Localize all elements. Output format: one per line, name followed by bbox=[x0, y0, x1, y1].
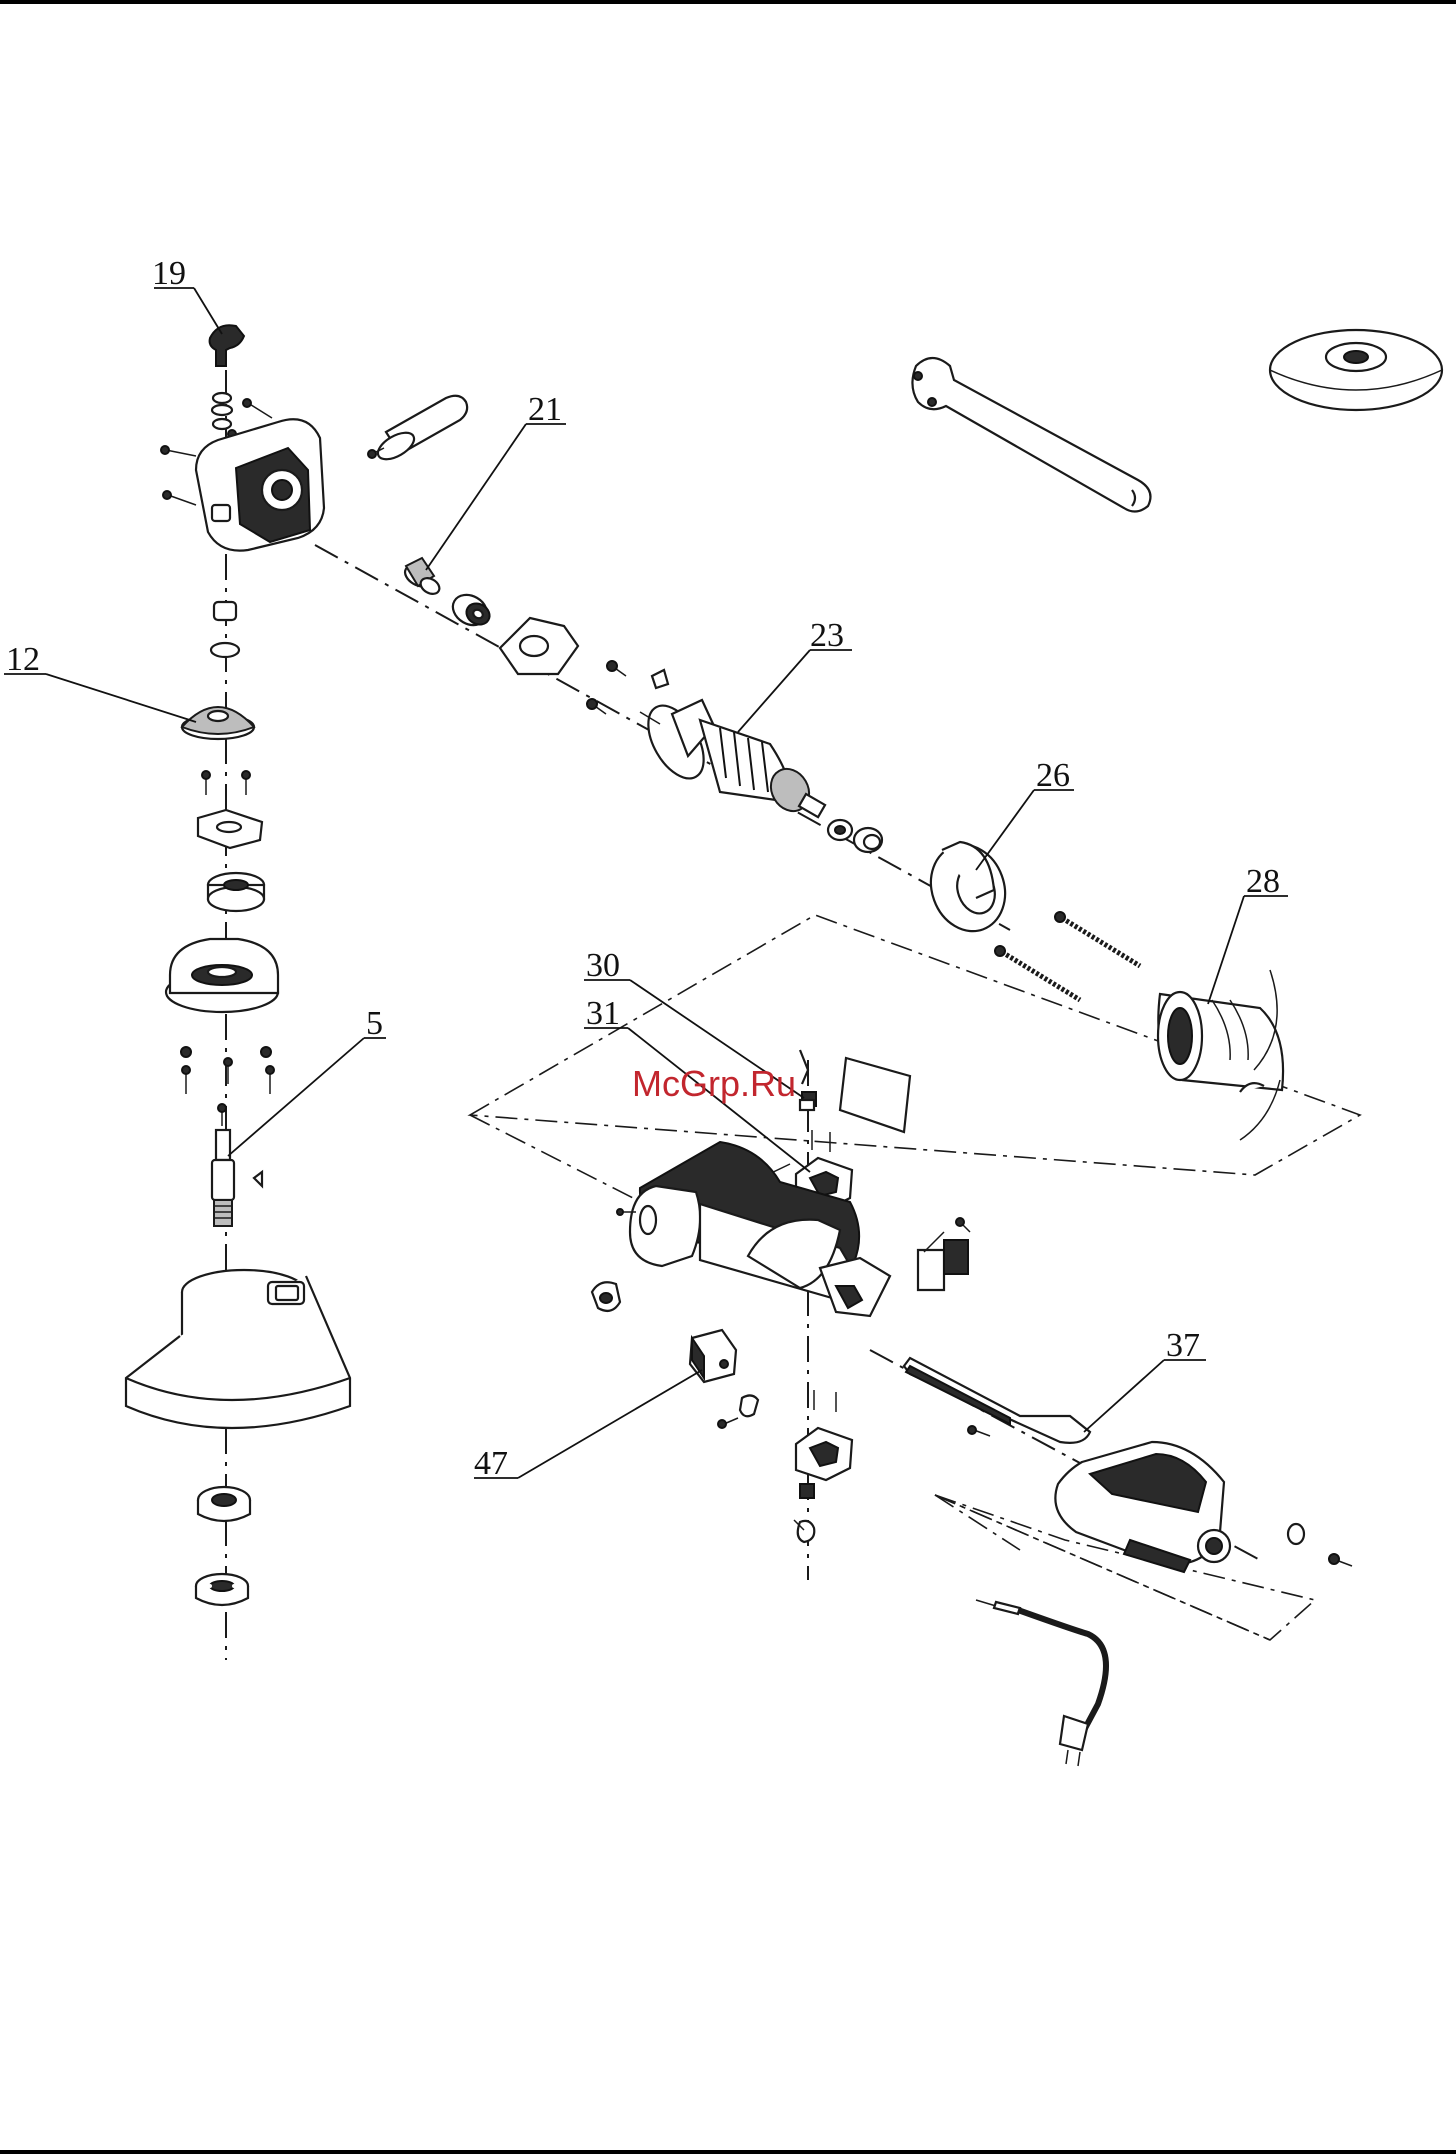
callout-47: 47 bbox=[474, 1445, 508, 1482]
bevel-gear bbox=[182, 707, 254, 739]
long-screw-lower bbox=[1002, 952, 1080, 1000]
gear-housing bbox=[196, 419, 324, 550]
cord-grommet bbox=[1288, 1524, 1304, 1544]
brush-holder-lower bbox=[796, 1390, 852, 1480]
side-handle bbox=[368, 396, 467, 465]
grinding-disc bbox=[1270, 330, 1442, 410]
needle-bearing bbox=[214, 602, 236, 620]
callout-5: 5 bbox=[366, 1005, 383, 1042]
carbon-brush-lower bbox=[800, 1484, 814, 1498]
cable-clip bbox=[740, 1395, 758, 1416]
flange-screws bbox=[181, 1047, 274, 1126]
armature bbox=[637, 696, 825, 818]
pinion-gear bbox=[401, 558, 442, 597]
long-screw-upper bbox=[1062, 918, 1140, 966]
switch-rod bbox=[904, 1358, 1090, 1443]
rear-cover-assembly bbox=[976, 1442, 1352, 1766]
clamping-nut bbox=[196, 1574, 248, 1605]
callout-12: 12 bbox=[6, 641, 40, 678]
callout-19: 19 bbox=[152, 255, 186, 292]
retaining-ring bbox=[211, 643, 239, 657]
ball-bearing-lower bbox=[208, 873, 264, 911]
power-cord bbox=[976, 1600, 1106, 1766]
callout-37: 37 bbox=[1166, 1327, 1200, 1364]
bottom-rule bbox=[0, 2150, 1456, 2154]
label-plate bbox=[840, 1058, 910, 1132]
top-rule bbox=[0, 0, 1456, 4]
watermark: McGrp.Ru bbox=[632, 1063, 796, 1104]
gear-cover-flange bbox=[166, 939, 278, 1012]
callout-26: 26 bbox=[1036, 757, 1070, 794]
spanner-wrench bbox=[912, 358, 1150, 512]
callout-31: 31 bbox=[586, 995, 620, 1032]
motor-housing-assembly bbox=[592, 1050, 1090, 1542]
gear-head-assembly bbox=[126, 325, 350, 1605]
ball-bearing-upper bbox=[447, 589, 493, 631]
switch-knob bbox=[592, 1282, 620, 1311]
spindle-shaft bbox=[212, 1130, 262, 1226]
callout-30: 30 bbox=[586, 947, 620, 984]
wheel-guard bbox=[126, 1270, 350, 1428]
inner-flange bbox=[198, 1487, 250, 1521]
brush-spring bbox=[798, 1521, 815, 1542]
stator bbox=[1158, 970, 1283, 1140]
suppressor-bracket bbox=[918, 1218, 970, 1290]
callout-23: 23 bbox=[810, 617, 844, 654]
callout-21: 21 bbox=[528, 391, 562, 428]
on-off-switch bbox=[690, 1330, 736, 1382]
callout-28: 28 bbox=[1246, 863, 1280, 900]
